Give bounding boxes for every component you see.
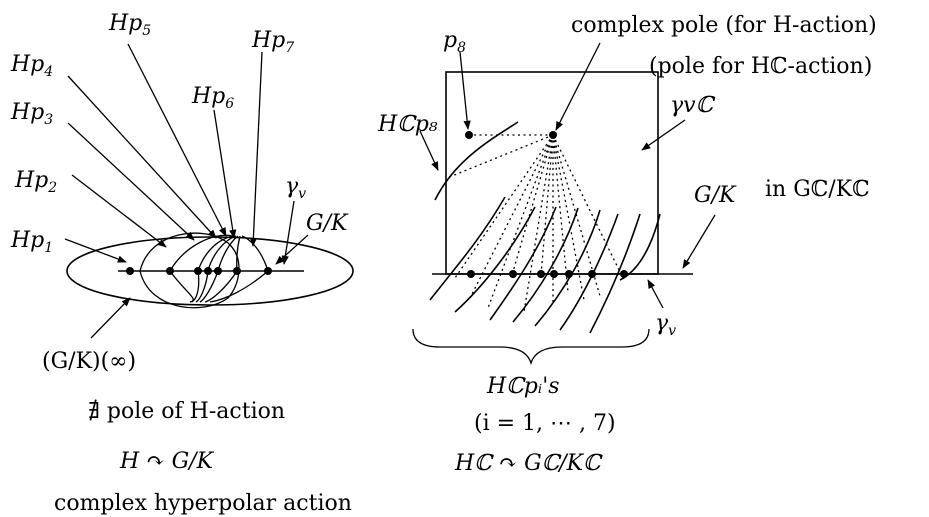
label-range: (i = 1, ⋯ , 7): [474, 411, 616, 436]
label-no-pole: ∄ pole of H-action: [88, 399, 285, 424]
pole-dotted-lines: [446, 134, 623, 313]
label-hp7: Hp7: [251, 28, 294, 56]
label-in-space: in Gℂ/Kℂ: [765, 177, 870, 202]
orbits-brace: [412, 328, 650, 366]
label-left-action: H ↷ G/K: [119, 449, 215, 474]
label-boundary: (G/K)(∞): [42, 349, 136, 374]
label-hp4: Hp4: [10, 52, 53, 80]
label-hp3: Hp3: [10, 100, 53, 128]
right-label-arrows: [419, 42, 716, 309]
orbit-points: [126, 267, 272, 275]
label-complex-pole: complex pole (for H-action): [571, 13, 877, 38]
left-diagram: Hp1 Hp2 Hp3 Hp4 Hp5 Hp6 Hp7 γv G/K (G/K)…: [10, 11, 354, 516]
label-hp6: Hp6: [191, 84, 234, 112]
label-right-action: Hℂ ↷ Gℂ/Kℂ: [454, 451, 603, 476]
label-caption: complex hyperpolar action: [54, 491, 352, 516]
label-g-over-k-left: G/K: [306, 211, 349, 236]
label-pole-for: (pole for Hℂ-action): [649, 54, 872, 79]
label-hp1: Hp1: [10, 228, 53, 256]
right-diagram: p8 complex pole (for H-action) (pole for…: [377, 13, 877, 476]
label-orbits: Hℂpᵢ's: [486, 374, 560, 399]
label-hc-p8: Hℂp₈: [377, 112, 438, 137]
complex-orbit-points: [465, 131, 628, 278]
complex-orbit-curves: [429, 121, 661, 334]
label-gamma-c: γvℂ: [670, 93, 716, 118]
label-p8: p8: [443, 28, 466, 56]
label-gamma-v-right: γv: [655, 311, 676, 339]
label-hp2: Hp2: [14, 168, 57, 196]
label-gamma-v-left: γv: [285, 174, 306, 202]
label-hp5: Hp5: [108, 11, 151, 39]
label-g-over-k-right: G/K: [694, 183, 737, 208]
label-arrows: [64, 43, 309, 339]
